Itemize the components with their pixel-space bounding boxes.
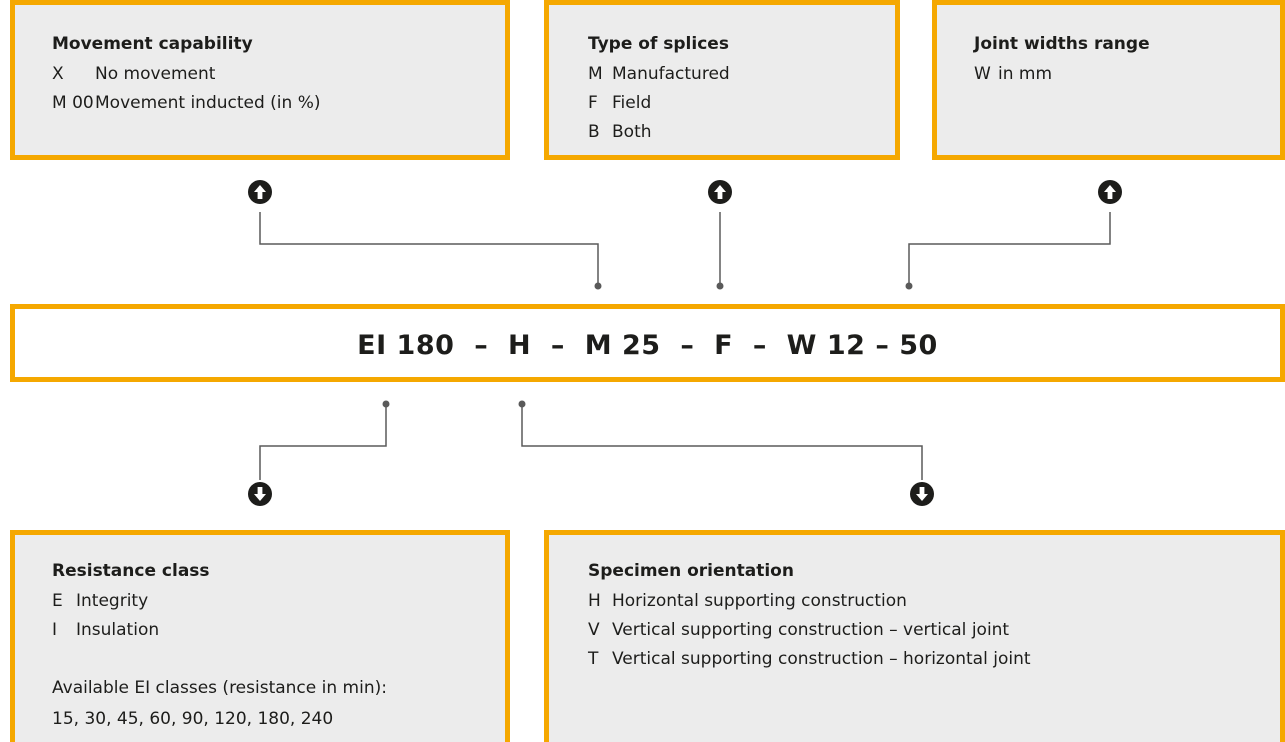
resistance-item-desc: Integrity (76, 591, 149, 611)
splices-item: M Manufactured (588, 64, 888, 86)
splices-item-desc: Both (612, 122, 652, 142)
joint-widths-item-code: W (974, 64, 991, 84)
splices-item-desc: Field (612, 93, 652, 113)
movement-item-code: M 00 (52, 93, 94, 113)
classification-formula: EI 180 – H – M 25 – F – W 12 – 50 (357, 330, 938, 361)
movement-capability-title: Movement capability (52, 34, 253, 54)
available-classes-values: 15, 30, 45, 60, 90, 120, 180, 240 (52, 709, 334, 729)
movement-item-desc: Movement inducted (in %) (95, 93, 321, 113)
splices-item-code: F (588, 93, 598, 113)
arrow-up-circle-icon (708, 180, 732, 204)
type-of-splices-box: Type of splices M Manufactured F Field B… (544, 0, 900, 160)
specimen-orientation-box: Specimen orientation H Horizontal suppor… (544, 530, 1285, 742)
joint-widths-item: W in mm (974, 64, 1274, 86)
orientation-item-code: T (588, 649, 599, 669)
splices-item-code: M (588, 64, 603, 84)
splices-item: F Field (588, 93, 888, 115)
resistance-item-code: E (52, 591, 63, 611)
type-of-splices-title: Type of splices (588, 34, 729, 54)
joint-widths-item-desc: in mm (998, 64, 1053, 84)
splices-item-code: B (588, 122, 600, 142)
orientation-item-desc: Vertical supporting construction – verti… (612, 620, 1010, 640)
resistance-item: E Integrity (52, 591, 452, 613)
movement-item-code: X (52, 64, 64, 84)
arrow-down-circle-icon (248, 482, 272, 506)
joint-widths-range-title: Joint widths range (974, 34, 1150, 54)
resistance-class-box: Resistance class E Integrity I Insulatio… (10, 530, 510, 742)
specimen-orientation-title: Specimen orientation (588, 561, 794, 581)
movement-item: X No movement (52, 64, 452, 86)
available-classes-note: Available EI classes (resistance in min)… (52, 678, 387, 698)
resistance-item-code: I (52, 620, 58, 640)
movement-item: M 00 Movement inducted (in %) (52, 93, 452, 115)
splices-item: B Both (588, 122, 888, 144)
resistance-class-title: Resistance class (52, 561, 210, 581)
orientation-item: H Horizontal supporting construction (588, 591, 1238, 613)
arrow-down-circle-icon (910, 482, 934, 506)
arrow-up-circle-icon (1098, 180, 1122, 204)
resistance-item-desc: Insulation (76, 620, 160, 640)
splices-item-desc: Manufactured (612, 64, 730, 84)
resistance-item: I Insulation (52, 620, 452, 642)
orientation-item: V Vertical supporting construction – ver… (588, 620, 1238, 642)
orientation-item-code: V (588, 620, 600, 640)
classification-formula-box: EI 180 – H – M 25 – F – W 12 – 50 (10, 304, 1285, 382)
orientation-item: T Vertical supporting construction – hor… (588, 649, 1238, 671)
orientation-item-desc: Horizontal supporting construction (612, 591, 907, 611)
movement-item-desc: No movement (95, 64, 216, 84)
arrow-up-circle-icon (248, 180, 272, 204)
orientation-item-desc: Vertical supporting construction – horiz… (612, 649, 1031, 669)
movement-capability-box: Movement capability X No movement M 00 M… (10, 0, 510, 160)
joint-widths-range-box: Joint widths range W in mm (932, 0, 1285, 160)
orientation-item-code: H (588, 591, 601, 611)
